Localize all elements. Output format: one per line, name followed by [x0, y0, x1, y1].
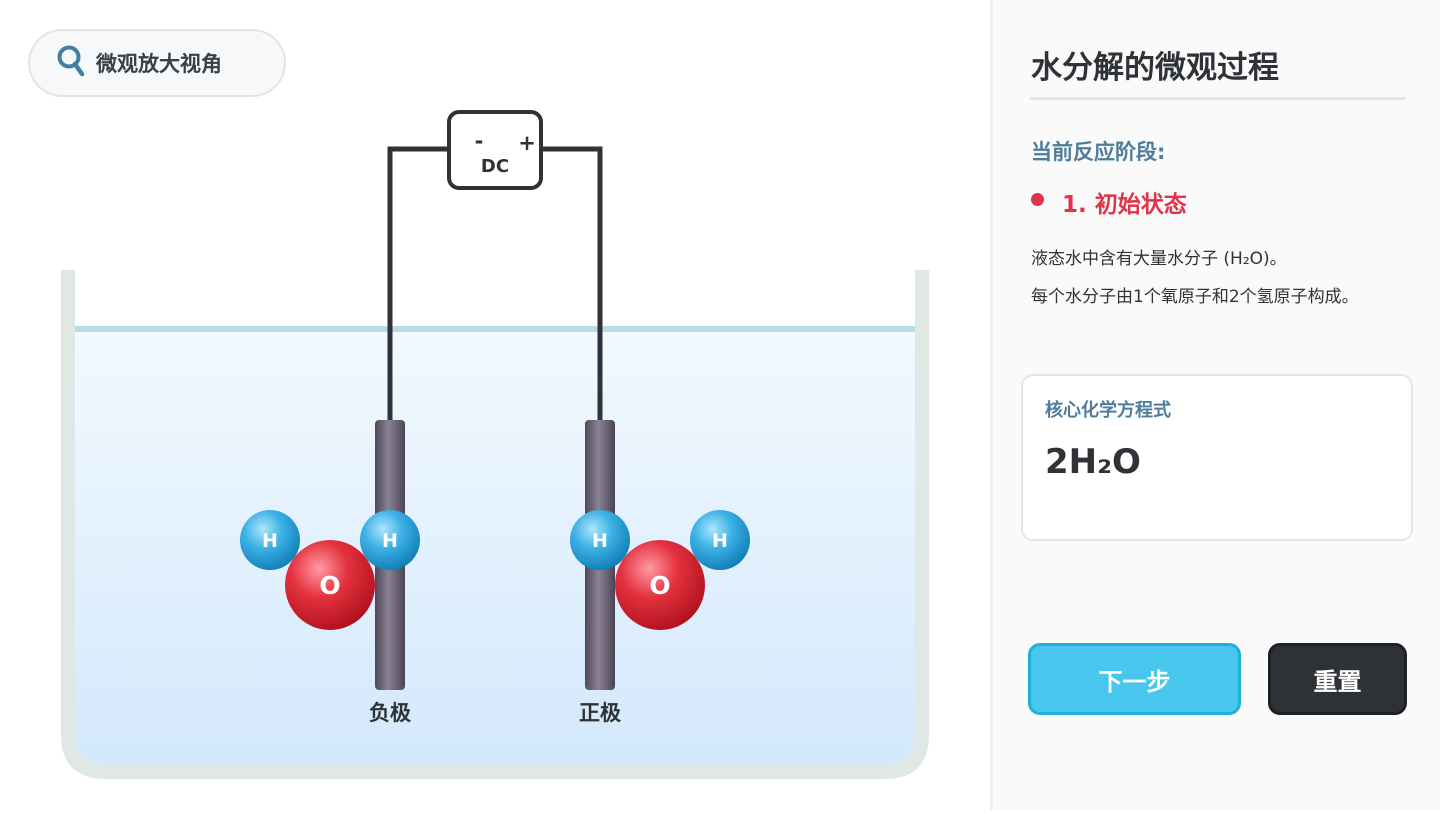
water-molecule-right: O H H: [570, 510, 750, 630]
dc-label: DC: [481, 156, 509, 177]
water: [75, 329, 915, 765]
next-step-button[interactable]: 下一步: [1028, 643, 1241, 715]
oxygen-atom-label: O: [649, 571, 670, 600]
description-line-1: 液态水中含有大量水分子 (H₂O)。: [1031, 249, 1287, 269]
oxygen-atom-label: O: [319, 571, 340, 600]
simulation-stage: - + DC 负极 正极 O H H O H H: [28, 29, 929, 779]
zoom-view-toggle[interactable]: 微观放大视角: [28, 29, 286, 97]
wire-positive: [540, 146, 603, 420]
plus-terminal: +: [518, 131, 536, 155]
anode-label: 正极: [579, 701, 622, 725]
water-surface: [75, 326, 915, 332]
equation-text: 2H₂O: [1045, 442, 1141, 482]
title-divider: [1030, 97, 1406, 100]
hydrogen-atom-label: H: [712, 530, 728, 552]
magnifier-icon: [56, 44, 86, 82]
panel-title: 水分解的微观过程: [1031, 50, 1279, 86]
equation-label: 核心化学方程式: [1045, 400, 1171, 421]
description-line-2: 每个水分子由1个氧原子和2个氢原子构成。: [1031, 287, 1359, 307]
zoom-view-label: 微观放大视角: [96, 52, 222, 76]
hydrogen-atom-label: H: [592, 530, 608, 552]
stage-indicator-dot: [1031, 193, 1044, 206]
cathode-label: 负极: [369, 701, 412, 725]
electrolysis-diagram: - + DC 负极 正极 O H H O H H: [61, 110, 929, 779]
info-panel: 水分解的微观过程 当前反应阶段: 1. 初始状态 液态水中含有大量水分子 (H₂…: [990, 0, 1440, 810]
stage-name: 1. 初始状态: [1062, 192, 1187, 218]
stage-label: 当前反应阶段:: [1031, 140, 1166, 164]
dc-power-supply: - + DC: [447, 110, 543, 190]
hydrogen-atom-label: H: [382, 530, 398, 552]
water-molecule-left: O H H: [240, 510, 420, 630]
hydrogen-atom-label: H: [262, 530, 278, 552]
wire-negative: [387, 146, 450, 420]
reset-button[interactable]: 重置: [1268, 643, 1407, 715]
equation-card: 核心化学方程式 2H₂O: [1021, 374, 1413, 541]
minus-terminal: -: [475, 129, 484, 153]
